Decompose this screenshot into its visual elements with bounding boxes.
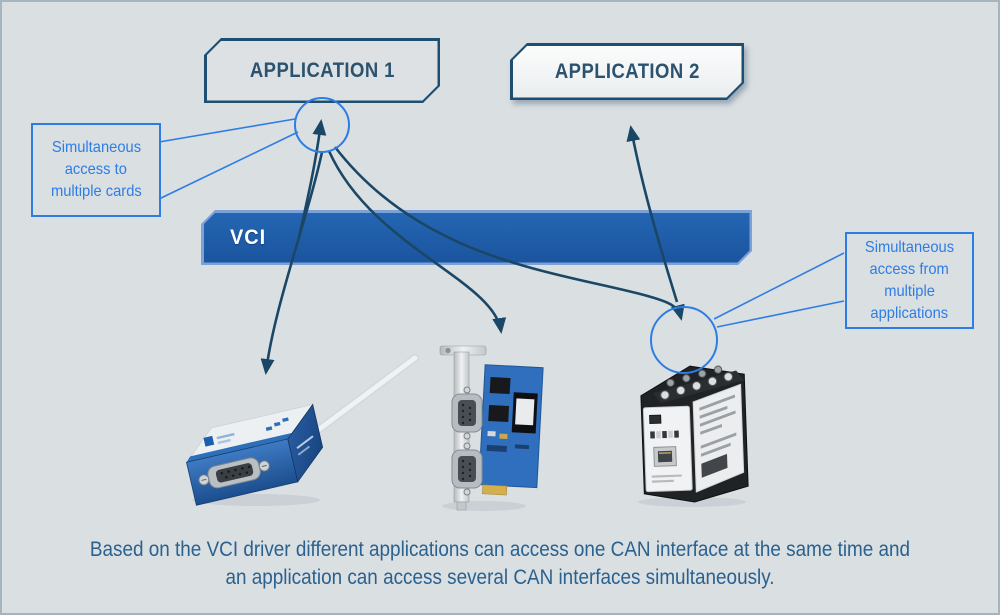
can-ethernet-gateway-device: [638, 365, 749, 507]
callout-left-pointer-top: [158, 118, 296, 143]
callout-right-line: Simultaneous: [864, 238, 955, 256]
caption-line-1: Based on the VCI driver different applic…: [89, 538, 911, 561]
dsub9-connector: [198, 457, 270, 489]
gateway-side-label: [692, 383, 745, 493]
callout-right-line: access from: [869, 260, 950, 278]
dsub9-connector-1: [451, 386, 483, 440]
usb-can-body: [185, 403, 324, 506]
vci-bar-fill: VCI: [204, 213, 750, 263]
ethernet-port: [653, 446, 677, 467]
callout-right-pointer-bottom: [716, 300, 845, 328]
callout-left-line: access to: [64, 161, 128, 178]
gateway-body: [640, 365, 749, 503]
device-shadow: [442, 501, 526, 511]
callout-left-line: Simultaneous: [51, 139, 141, 156]
callout-left-pointer-bottom: [158, 131, 299, 200]
application-2-label: APPLICATION 2: [554, 59, 700, 83]
application-2-box: APPLICATION 2: [510, 43, 744, 100]
caption-line-2: an application can access several CAN in…: [225, 566, 775, 589]
highlight-circle-app1: [294, 97, 350, 153]
pcb: [478, 364, 544, 496]
vci-driver-bar: VCI: [201, 210, 752, 265]
pc-can-interface-card: [439, 345, 544, 511]
callout-left-line: multiple cards: [50, 183, 142, 200]
dsub9-connector-2: [451, 442, 483, 496]
vci-bar-label: VCI: [229, 225, 266, 249]
application-1-box: APPLICATION 1: [204, 38, 440, 103]
diagram-caption: Based on the VCI driver different applic…: [2, 536, 998, 592]
callout-right-line: applications: [870, 304, 949, 322]
usb-can-compact-device: [185, 403, 324, 506]
callout-simultaneous-access-to-multiple-cards: Simultaneous access to multiple cards: [31, 123, 161, 217]
callout-right-line: multiple: [884, 282, 935, 300]
callout-simultaneous-access-from-multiple-applications: Simultaneous access from multiple applic…: [845, 232, 974, 329]
application-1-label: APPLICATION 1: [249, 58, 395, 82]
gateway-front-panel: [642, 405, 693, 493]
